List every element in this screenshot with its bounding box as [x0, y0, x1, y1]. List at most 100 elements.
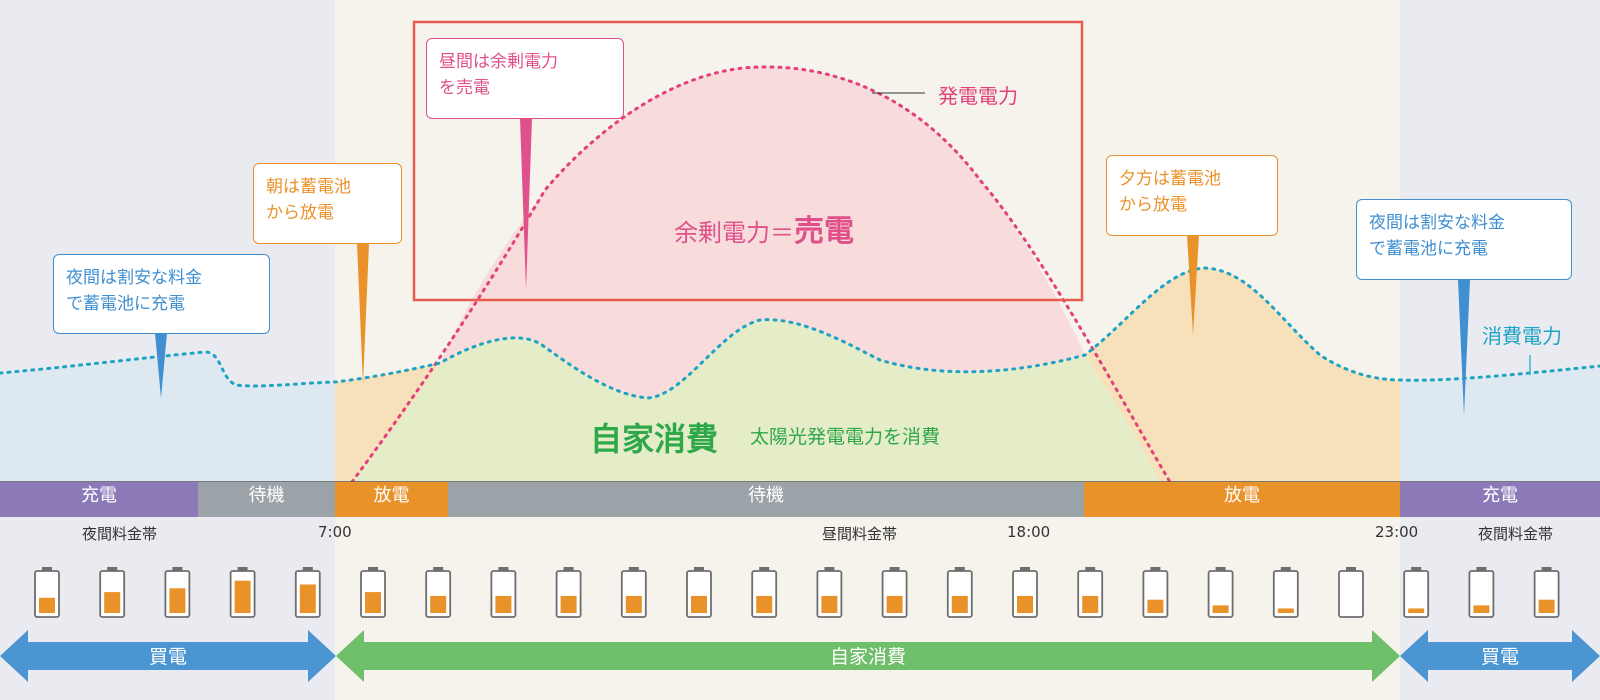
- self-consumption-area: [352, 319, 1160, 482]
- battery-row: [34, 567, 1560, 618]
- battery-charge-level: [495, 595, 512, 613]
- battery-cap: [1476, 567, 1487, 571]
- battery-cap: [824, 567, 835, 571]
- surplus-highlight-box: [412, 20, 1084, 302]
- callout-night-charge-left: 夜間は割安な料金 で蓄電池に充電: [53, 254, 270, 334]
- battery-charge-level: [691, 595, 707, 613]
- night-zone-right: [1400, 0, 1600, 700]
- battery-icon: [34, 567, 60, 618]
- self-consumption-title: 自家消費: [590, 420, 719, 458]
- buy-arrow-left: [0, 630, 336, 682]
- callout-daytime-sell: 昼間は余剰電力 を売電: [426, 38, 624, 119]
- self-consumption-arrow-label: 自家消費: [829, 646, 906, 668]
- status-segment-discharge-evening: [1084, 482, 1400, 517]
- battery-charge-level: [821, 595, 838, 613]
- battery-cap: [237, 567, 248, 571]
- generation-curve: [350, 65, 1172, 484]
- callout-night-charge-right: 夜間は割安な料金 で蓄電池に充電: [1356, 199, 1572, 280]
- self-consumption-subtitle: 太陽光発電電力を消費: [750, 426, 941, 448]
- battery-icon: [620, 567, 647, 618]
- battery-cap: [1411, 567, 1422, 571]
- battery-charge-level: [1277, 608, 1294, 613]
- self-consumption-arrow: [336, 630, 1400, 682]
- battery-discharge-area-evening: [1085, 268, 1400, 482]
- consumption-label: 消費電力: [1482, 324, 1562, 348]
- battery-icon: [555, 567, 582, 618]
- battery-icon: [1533, 567, 1560, 618]
- battery-cap: [889, 567, 900, 571]
- battery-charge-level: [1212, 605, 1229, 613]
- battery-icon: [1403, 567, 1430, 618]
- battery-charge-level: [1538, 599, 1555, 613]
- status-segment-standby-left: [198, 482, 335, 517]
- battery-cap: [1150, 567, 1161, 571]
- status-label-charge-left: 充電: [81, 485, 117, 506]
- status-segment-charge-right: [1400, 482, 1600, 517]
- battery-charge-level: [625, 595, 642, 613]
- buy-arrow-right: [1400, 630, 1600, 682]
- battery-icon: [1468, 567, 1495, 618]
- battery-icon: [490, 567, 517, 618]
- surplus-label-prefix: 余剰電力＝: [674, 219, 794, 247]
- battery-icon: [99, 567, 126, 618]
- battery-cap: [759, 567, 770, 571]
- battery-icon: [1012, 567, 1038, 618]
- battery-icon: [1338, 567, 1364, 618]
- callout-morning-discharge: 朝は蓄電池 から放電: [253, 163, 402, 244]
- battery-cap: [172, 567, 183, 571]
- battery-charge-level: [1147, 599, 1164, 613]
- surplus-area: [440, 66, 1085, 399]
- battery-cap: [368, 567, 378, 571]
- battery-cap: [694, 567, 704, 571]
- battery-cap: [628, 567, 639, 571]
- night-rate-label-right: 夜間料金帯: [1478, 525, 1554, 543]
- battery-charge-level: [560, 595, 577, 613]
- battery-charge-level: [1408, 608, 1425, 613]
- status-segment-discharge-morning: [335, 482, 448, 517]
- consumption-curve: [0, 266, 1600, 400]
- battery-charge-level: [234, 580, 251, 613]
- battery-cap: [1346, 567, 1356, 571]
- battery-body: [1403, 570, 1430, 618]
- night-rate-label-left: 夜間料金帯: [82, 525, 158, 543]
- battery-cap: [42, 567, 52, 571]
- battery-icon: [1142, 567, 1169, 618]
- battery-charge-level: [1082, 595, 1099, 613]
- day-rate-label: 昼間料金帯: [822, 525, 898, 543]
- battery-body: [1272, 570, 1299, 618]
- battery-cap: [954, 567, 965, 571]
- buy-label-left: 買電: [148, 646, 187, 668]
- battery-charge-level: [299, 584, 316, 613]
- battery-charge-level: [951, 595, 968, 613]
- battery-icon: [360, 567, 386, 618]
- battery-cap: [433, 567, 444, 571]
- pointer-evening: [1187, 235, 1199, 335]
- battery-cap: [302, 567, 313, 571]
- time-23: 23:00: [1375, 523, 1419, 541]
- pointer-morning: [357, 243, 369, 385]
- battery-icon: [1077, 567, 1104, 618]
- callout-evening-discharge: 夕方は蓄電池 から放電: [1106, 155, 1278, 236]
- battery-icon: [751, 567, 778, 618]
- battery-charge-level: [1473, 605, 1490, 613]
- pointer-night-left: [155, 333, 167, 398]
- pointer-daytime: [520, 118, 532, 290]
- battery-cap: [1280, 567, 1291, 571]
- status-label-discharge-morning: 放電: [373, 485, 410, 506]
- battery-icon: [816, 567, 843, 618]
- night-consumption-area-left: [0, 352, 335, 482]
- night-consumption-area-right: [1400, 366, 1600, 482]
- surplus-label: 余剰電力＝売電: [674, 206, 854, 250]
- status-label-charge-right: 充電: [1482, 485, 1518, 506]
- battery-icon: [229, 567, 256, 618]
- battery-charge-level: [169, 588, 186, 613]
- battery-cap: [1541, 567, 1552, 571]
- battery-cap: [563, 567, 574, 571]
- surplus-label-sell: 売電: [794, 214, 854, 249]
- status-label-discharge-evening: 放電: [1224, 485, 1260, 506]
- battery-icon: [686, 567, 712, 618]
- battery-charge-level: [104, 592, 121, 613]
- battery-icon: [164, 567, 191, 618]
